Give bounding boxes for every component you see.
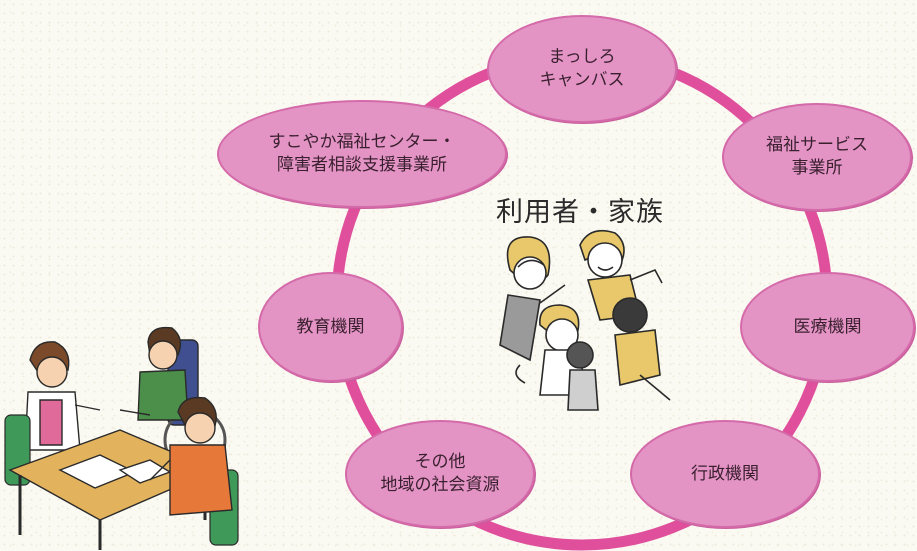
node-education: 教育機関 <box>258 272 403 382</box>
family-illustration <box>499 229 671 411</box>
node-administration: 行政機関 <box>630 420 820 528</box>
node-support-center: すこやか福祉センター・ 障害者相談支援事業所 <box>217 100 507 208</box>
node-community-resources: その他 地域の社会資源 <box>345 420 535 528</box>
consultation-meeting-illustration <box>4 326 239 550</box>
node-blank-canvas: まっしろ キャンバス <box>487 15 677 123</box>
node-welfare-service: 福祉サービス 事業所 <box>722 103 912 211</box>
center-title: 利用者・家族 <box>496 197 664 228</box>
node-medical: 医療機関 <box>740 272 915 382</box>
